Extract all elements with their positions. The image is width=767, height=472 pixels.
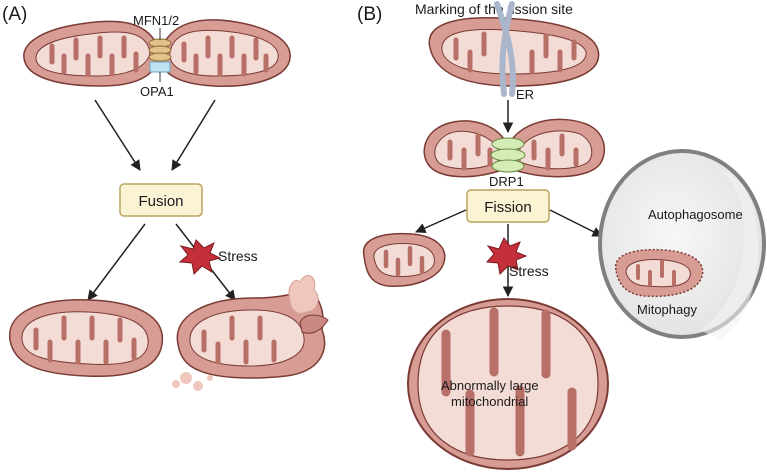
fusion-label: Fusion xyxy=(138,193,183,210)
drp1-ring xyxy=(490,137,526,173)
right-cristae-folds xyxy=(181,35,269,77)
er-label: ER xyxy=(516,87,534,102)
arrow-right-to-fusion xyxy=(171,99,216,171)
panel-a-label: (A) xyxy=(2,4,27,25)
fusing-mitochondria xyxy=(23,19,291,87)
left-cristae-folds xyxy=(49,35,139,77)
autophagosome-label: Autophagosome xyxy=(648,207,743,222)
fusion-box: Fusion xyxy=(119,183,203,217)
arrow-fission-to-small xyxy=(415,209,467,233)
fission-site-heading: Marking of the fission site xyxy=(415,1,573,17)
fused-mitochondrion xyxy=(9,299,164,378)
drp1-constricted-mitochondrion xyxy=(423,118,606,178)
abnormally-large-mitochondrion xyxy=(407,298,609,470)
mfn-label: MFN1/2 xyxy=(133,13,179,28)
large-cristae xyxy=(441,307,577,457)
stress-label-b: Stress xyxy=(509,263,549,279)
arrow-left-to-fusion xyxy=(94,99,141,171)
er-tubule-2 xyxy=(499,1,515,97)
damaged-mitochondrion xyxy=(172,275,329,391)
er-tubule xyxy=(494,1,516,97)
stress-star-b xyxy=(485,237,528,276)
panel-b-label: (B) xyxy=(357,4,382,25)
leak-fragment-mid xyxy=(299,314,329,334)
fragmented-mitochondrion xyxy=(362,232,446,287)
mitophagy-label: Mitophagy xyxy=(637,302,697,317)
opa1-complex xyxy=(149,61,171,73)
fission-box: Fission xyxy=(466,189,550,223)
large-mito-label-1: Abnormally large xyxy=(441,378,539,393)
stress-label-a: Stress xyxy=(218,248,258,264)
drp1-label: DRP1 xyxy=(489,174,524,189)
mfn-complex xyxy=(148,38,172,62)
er-marked-mitochondrion xyxy=(428,1,600,97)
fission-label: Fission xyxy=(484,199,532,216)
arrow-fission-to-mitophagy xyxy=(549,209,603,237)
opa1-label: OPA1 xyxy=(140,84,174,99)
arrow-fusion-to-normal xyxy=(87,223,146,301)
stress-star-a xyxy=(178,239,222,276)
large-mito-label-2: mitochondrial xyxy=(451,394,528,409)
autophagosome xyxy=(598,149,766,340)
